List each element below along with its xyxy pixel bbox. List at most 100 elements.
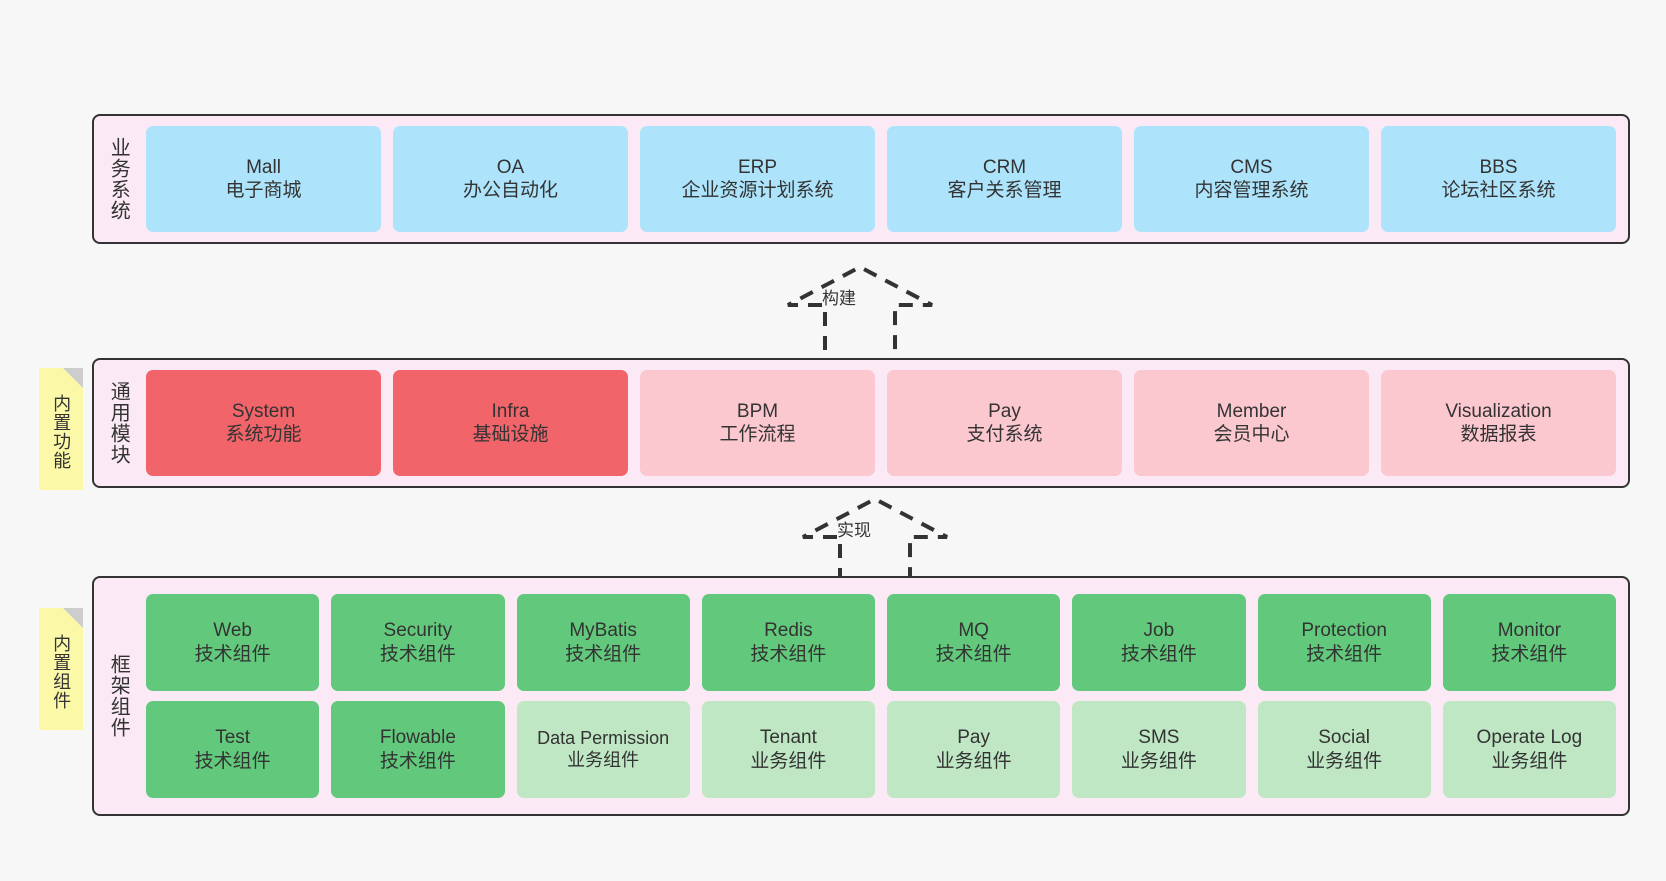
sticky-note-text: 内置功能 <box>51 394 72 470</box>
framework-biz-row: Test 技术组件 Flowable 技术组件 Data Permission … <box>146 701 1616 798</box>
node-subtitle: 电子商城 <box>225 180 302 201</box>
node-subtitle: 业务组件 <box>567 749 640 770</box>
node-title: OA <box>496 156 525 178</box>
node-member[interactable]: Member 会员中心 <box>1134 370 1369 476</box>
node-title: Security <box>383 620 453 642</box>
node-title: MQ <box>958 620 989 642</box>
node-bpm[interactable]: BPM 工作流程 <box>640 370 875 476</box>
node-pay-component[interactable]: Pay 业务组件 <box>887 701 1061 798</box>
node-subtitle: 会员中心 <box>1213 424 1290 445</box>
sticky-note-builtin-components: 内置组件 <box>39 608 83 730</box>
node-title: Operate Log <box>1476 727 1583 749</box>
node-oa[interactable]: OA 办公自动化 <box>393 126 628 232</box>
node-subtitle: 论坛社区系统 <box>1441 180 1556 201</box>
node-data-permission[interactable]: Data Permission 业务组件 <box>516 701 690 798</box>
layer-common-modules: 通用模块 System 系统功能 Infra 基础设施 BPM 工作流程 Pay… <box>92 358 1630 488</box>
node-visualization[interactable]: Visualization 数据报表 <box>1381 370 1616 476</box>
node-erp[interactable]: ERP 企业资源计划系统 <box>640 126 875 232</box>
node-flowable[interactable]: Flowable 技术组件 <box>331 701 505 798</box>
node-subtitle: 技术组件 <box>1306 643 1383 665</box>
node-title: Pay <box>988 400 1021 422</box>
node-mybatis[interactable]: MyBatis 技术组件 <box>516 594 690 691</box>
fold-corner-icon <box>63 368 83 388</box>
layer-body-business-system: Mall 电子商城 OA 办公自动化 ERP 企业资源计划系统 CRM 客户关系… <box>142 116 1628 242</box>
layer-body-framework-components: Web 技术组件 Security 技术组件 MyBatis 技术组件 Redi… <box>142 578 1628 814</box>
node-subtitle: 技术组件 <box>379 750 456 772</box>
layer-business-system: 业务系统 Mall 电子商城 OA 办公自动化 ERP 企业资源计划系统 CRM… <box>92 114 1630 244</box>
node-title: Tenant <box>759 727 817 749</box>
node-subtitle: 业务组件 <box>750 750 827 772</box>
arrow-implement: 实现 <box>795 494 955 589</box>
node-subtitle: 业务组件 <box>1120 750 1197 772</box>
node-title: Job <box>1143 620 1175 642</box>
node-protection[interactable]: Protection 技术组件 <box>1257 594 1431 691</box>
node-redis[interactable]: Redis 技术组件 <box>701 594 875 691</box>
node-title: CMS <box>1230 156 1273 178</box>
node-web[interactable]: Web 技术组件 <box>146 594 320 691</box>
node-subtitle: 技术组件 <box>379 643 456 665</box>
node-subtitle: 业务组件 <box>1491 750 1568 772</box>
node-test[interactable]: Test 技术组件 <box>146 701 320 798</box>
arrow-build-icon <box>787 264 933 350</box>
node-operate-log[interactable]: Operate Log 业务组件 <box>1442 701 1616 798</box>
node-pay-module[interactable]: Pay 支付系统 <box>887 370 1122 476</box>
node-subtitle: 支付系统 <box>966 424 1043 445</box>
node-subtitle: 客户关系管理 <box>947 180 1062 201</box>
node-title: Mall <box>246 156 281 178</box>
node-subtitle: 数据报表 <box>1460 424 1537 445</box>
layer-body-common-modules: System 系统功能 Infra 基础设施 BPM 工作流程 Pay 支付系统… <box>142 360 1628 486</box>
sticky-note-builtin-features: 内置功能 <box>39 368 83 490</box>
node-title: MyBatis <box>569 620 637 642</box>
layer-title-framework-components: 框架组件 <box>107 654 130 738</box>
node-subtitle: 办公自动化 <box>462 180 558 201</box>
node-bbs[interactable]: BBS 论坛社区系统 <box>1381 126 1616 232</box>
node-title: Monitor <box>1497 620 1562 642</box>
node-subtitle: 基础设施 <box>472 424 549 445</box>
node-subtitle: 工作流程 <box>719 424 796 445</box>
node-subtitle: 技术组件 <box>565 643 642 665</box>
node-title: CRM <box>982 156 1027 178</box>
arrow-implement-label: 实现 <box>837 521 871 540</box>
node-subtitle: 技术组件 <box>750 643 827 665</box>
node-subtitle: 业务组件 <box>1306 750 1383 772</box>
node-security[interactable]: Security 技术组件 <box>331 594 505 691</box>
node-title: Social <box>1318 727 1370 749</box>
node-sms[interactable]: SMS 业务组件 <box>1072 701 1246 798</box>
node-mall[interactable]: Mall 电子商城 <box>146 126 381 232</box>
node-infra[interactable]: Infra 基础设施 <box>393 370 628 476</box>
node-tenant[interactable]: Tenant 业务组件 <box>701 701 875 798</box>
node-title: BBS <box>1479 156 1518 178</box>
node-system[interactable]: System 系统功能 <box>146 370 381 476</box>
node-title: Flowable <box>379 727 456 749</box>
layer-title-business-system: 业务系统 <box>107 137 130 221</box>
node-title: System <box>231 400 296 422</box>
node-title: Member <box>1216 400 1287 422</box>
node-title: Redis <box>764 620 813 642</box>
arrow-implement-icon <box>802 496 948 582</box>
node-title: BPM <box>736 400 779 422</box>
node-cms[interactable]: CMS 内容管理系统 <box>1134 126 1369 232</box>
arrow-build-label: 构建 <box>822 289 856 308</box>
node-subtitle: 技术组件 <box>1120 643 1197 665</box>
node-subtitle: 系统功能 <box>225 424 302 445</box>
node-crm[interactable]: CRM 客户关系管理 <box>887 126 1122 232</box>
node-subtitle: 内容管理系统 <box>1194 180 1309 201</box>
node-subtitle: 技术组件 <box>194 643 271 665</box>
sticky-note-text: 内置组件 <box>51 634 72 710</box>
node-monitor[interactable]: Monitor 技术组件 <box>1442 594 1616 691</box>
node-subtitle: 技术组件 <box>1491 643 1568 665</box>
node-subtitle: 业务组件 <box>935 750 1012 772</box>
arrow-build: 构建 <box>780 262 940 357</box>
node-title: Data Permission <box>537 727 670 748</box>
node-title: ERP <box>737 156 778 178</box>
framework-tech-row: Web 技术组件 Security 技术组件 MyBatis 技术组件 Redi… <box>146 594 1616 691</box>
node-title: Test <box>215 727 251 749</box>
layer-title-common-modules: 通用模块 <box>107 381 130 465</box>
node-job[interactable]: Job 技术组件 <box>1072 594 1246 691</box>
node-mq[interactable]: MQ 技术组件 <box>887 594 1061 691</box>
node-social[interactable]: Social 业务组件 <box>1257 701 1431 798</box>
layer-framework-components: 框架组件 Web 技术组件 Security 技术组件 MyBatis 技术组件… <box>92 576 1630 816</box>
node-subtitle: 技术组件 <box>194 750 271 772</box>
node-title: Protection <box>1301 620 1387 642</box>
